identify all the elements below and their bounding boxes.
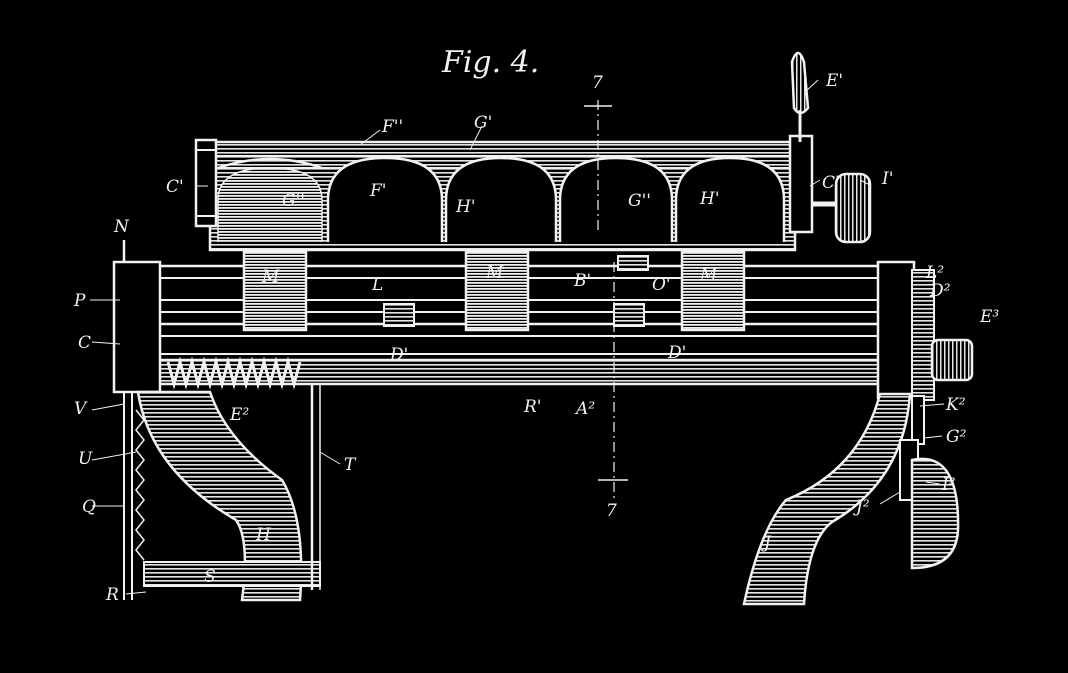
label-G1-top: G' [474,113,492,133]
label-E1: E' [825,71,843,91]
right-frame [742,260,974,606]
label-O1: O' [652,275,671,295]
figure-title: Fig. 4. [441,45,539,80]
label-V: V [74,399,88,419]
label-L2: L² [925,263,944,283]
label-D1-right: D' [667,343,686,363]
upper-trough [194,134,814,252]
label-E3: E³ [979,307,999,327]
spring-shaft [118,335,914,390]
label-C1-left: C' [166,177,184,197]
label-G-mid: G'' [628,191,651,211]
label-U: U [78,449,93,469]
label-A2: A² [574,399,595,419]
label-R1: R' [523,397,541,417]
label-M-right: M [699,265,718,285]
label-P: P [73,291,86,311]
label-Q: Q [82,497,96,517]
label-F1: F' [369,181,386,201]
label-M-mid: M [485,263,504,283]
crank-handle [790,51,810,142]
label-T: T [344,455,357,475]
main-shaft [120,250,906,332]
label-D1-left: D' [389,345,408,365]
label-J2: J² [853,497,870,517]
label-J: J [761,533,772,553]
label-H1-left: H' [455,197,476,217]
label-S: S [204,567,216,587]
label-C: C [78,333,91,353]
section-mark-top: 7 [592,73,603,93]
label-H: H [255,525,272,545]
label-N: N [113,217,130,237]
label-L: L [371,275,383,295]
label-F2: F'' [381,117,403,137]
label-I2: I² [941,475,956,495]
label-R: R [105,585,119,605]
label-G2-right: G² [946,427,967,447]
adjusting-knob [812,172,872,244]
label-G2: G'' [282,191,305,211]
label-I1: I' [881,169,893,189]
label-E2: E² [229,405,249,425]
label-C1-right: C' [822,173,840,193]
label-K2: K² [945,395,966,415]
label-M-left: M [261,267,280,287]
label-D2: D² [929,281,951,301]
label-H1-right: H' [699,189,720,209]
section-arrows [584,105,628,481]
label-B1: B' [573,271,591,291]
leader-lines [90,79,945,595]
left-frame [112,240,321,602]
section-line [597,100,615,498]
section-mark-bottom: 7 [606,501,617,521]
